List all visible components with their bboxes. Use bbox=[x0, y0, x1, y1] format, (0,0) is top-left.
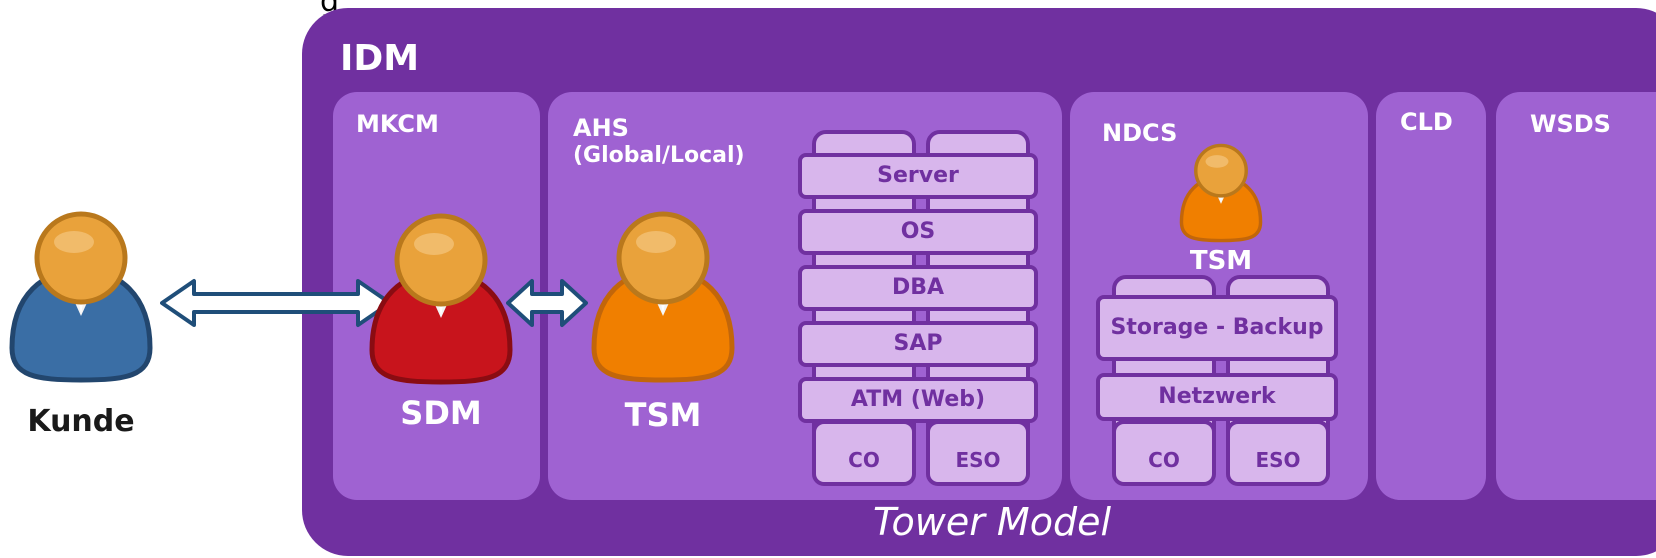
ndcs-tsm-person-icon bbox=[1179, 143, 1263, 243]
ahs-layer-os: OS bbox=[798, 209, 1038, 255]
ndcs-layer-netzwerk: Netzwerk bbox=[1096, 373, 1338, 421]
ahs-layer-dba: DBA bbox=[798, 265, 1038, 311]
ndcs-column-eso: ESO bbox=[1226, 420, 1330, 486]
ahs-layer-server: Server bbox=[798, 153, 1038, 199]
mkcm-title: MKCM bbox=[356, 110, 439, 138]
sdm-label: SDM bbox=[400, 394, 482, 432]
customer-person-icon bbox=[9, 211, 153, 383]
ahs-tsm-person-icon bbox=[591, 211, 735, 383]
ndcs-title: NDCS bbox=[1102, 119, 1178, 147]
wsds-title: WSDS bbox=[1530, 110, 1611, 138]
ndcs-column-co: CO bbox=[1112, 420, 1216, 486]
ahs-subtitle: (Global/Local) bbox=[573, 143, 745, 168]
ahs-layer-sap: SAP bbox=[798, 321, 1038, 367]
ahs-title: AHS bbox=[573, 114, 629, 142]
ahs-column-co: CO bbox=[812, 420, 916, 486]
idm-title: IDM bbox=[340, 38, 420, 79]
wsds-panel bbox=[1496, 92, 1656, 500]
ahs-tsm-label: TSM bbox=[624, 396, 702, 434]
sdm-tsm-arrow bbox=[506, 279, 588, 327]
ndcs-layer-storage-backup: Storage - Backup bbox=[1096, 295, 1338, 361]
cld-panel bbox=[1376, 92, 1486, 500]
customer-sdm-arrow bbox=[160, 279, 392, 327]
customer-label: Kunde bbox=[27, 404, 135, 439]
ahs-layer-atm: ATM (Web) bbox=[798, 377, 1038, 423]
tower-model-caption: Tower Model bbox=[872, 500, 1112, 544]
sdm-person-icon bbox=[369, 213, 513, 385]
ndcs-tsm-label: TSM bbox=[1189, 246, 1253, 276]
cld-title: CLD bbox=[1400, 108, 1453, 136]
ahs-column-eso: ESO bbox=[926, 420, 1030, 486]
